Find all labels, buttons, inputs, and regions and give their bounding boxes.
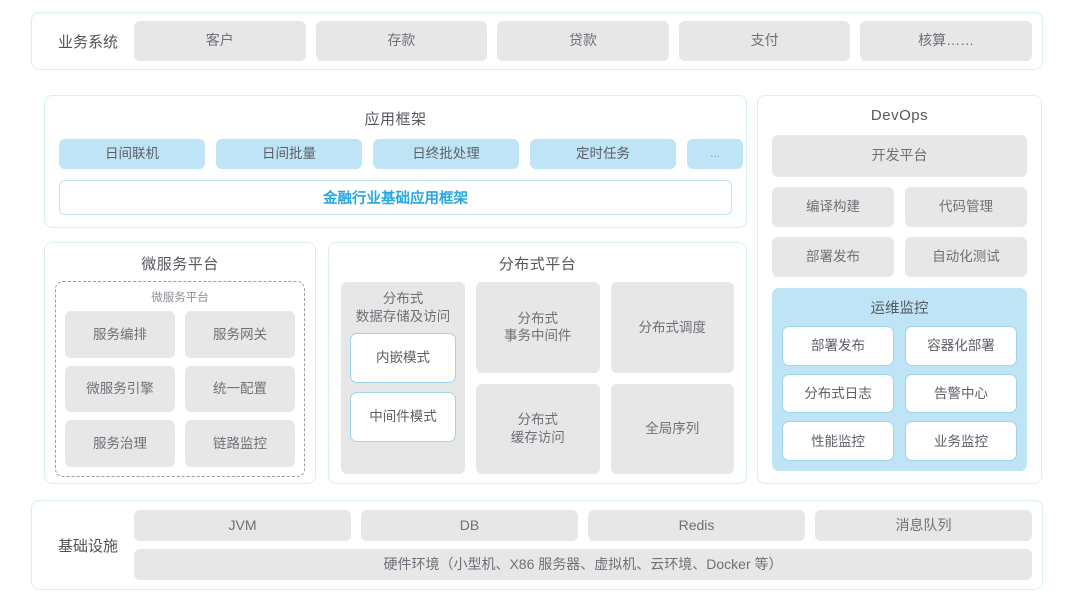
app-framework-item[interactable]: 日间联机 xyxy=(59,139,205,169)
financial-base-framework-banner[interactable]: 金融行业基础应用框架 xyxy=(59,180,732,215)
ops-monitor-item[interactable]: 性能监控 xyxy=(782,421,894,461)
ops-monitor-item[interactable]: 部署发布 xyxy=(782,326,894,366)
ops-monitor-title: 运维监控 xyxy=(870,301,929,317)
infrastructure-item[interactable]: DB xyxy=(361,510,578,541)
microservice-item[interactable]: 统一配置 xyxy=(185,365,295,413)
infrastructure-item[interactable]: Redis xyxy=(588,510,805,541)
microservice-item[interactable]: 服务网关 xyxy=(185,311,295,358)
devops-items: 编译构建 代码管理 部署发布 自动化测试 xyxy=(772,187,1027,277)
distributed-platform-grid: 分布式 事务中间件 分布式调度 分布式 缓存访问 全局序列 xyxy=(476,282,734,474)
microservice-platform-grid: 服务编排 服务网关 微服务引擎 统一配置 服务治理 链路监控 xyxy=(65,311,295,467)
distributed-item[interactable]: 全局序列 xyxy=(610,383,734,474)
microservice-item[interactable]: 微服务引擎 xyxy=(65,365,175,413)
distributed-item[interactable]: 分布式 事务中间件 xyxy=(476,282,600,373)
devops-pair-row: 编译构建 代码管理 xyxy=(772,187,1027,227)
ops-monitor-item[interactable]: 容器化部署 xyxy=(905,326,1017,366)
business-systems-row: 业务系统 客户 存款 贷款 支付 核算…… xyxy=(31,12,1043,70)
distributed-item[interactable]: 分布式调度 xyxy=(610,282,734,373)
business-system-item[interactable]: 存款 xyxy=(315,21,488,61)
distributed-storage-box[interactable]: 分布式 数据存储及访问 内嵌模式 中间件模式 xyxy=(341,282,465,474)
microservice-item[interactable]: 服务治理 xyxy=(65,420,175,467)
devops-item[interactable]: 编译构建 xyxy=(772,187,894,227)
business-systems-label: 业务系统 xyxy=(57,33,118,51)
microservice-platform-title: 微服务平台 xyxy=(141,256,219,273)
microservice-platform-inner-box: 微服务平台 服务编排 服务网关 微服务引擎 统一配置 服务治理 链路监控 xyxy=(55,281,305,477)
business-systems-chips: 客户 存款 贷款 支付 核算…… xyxy=(134,21,1032,61)
infrastructure-content: JVM DB Redis 消息队列 硬件环境（小型机、X86 服务器、虚拟机、云… xyxy=(134,510,1032,580)
business-system-item[interactable]: 贷款 xyxy=(497,21,669,61)
microservice-item[interactable]: 服务编排 xyxy=(65,311,175,358)
ops-monitor-box: 运维监控 部署发布 容器化部署 分布式日志 告警中心 性能监控 业务监控 xyxy=(772,288,1027,471)
distributed-storage-title: 分布式 数据存储及访问 xyxy=(355,291,451,324)
app-framework-item[interactable]: 日终批处理 xyxy=(373,139,519,169)
infrastructure-label: 基础设施 xyxy=(57,537,118,555)
devops-item[interactable]: 代码管理 xyxy=(905,187,1027,227)
microservice-platform-panel: 微服务平台 微服务平台 服务编排 服务网关 微服务引擎 统一配置 服务治理 链路… xyxy=(44,242,316,484)
app-framework-more-item[interactable]: ... xyxy=(687,139,743,169)
business-system-item[interactable]: 客户 xyxy=(134,21,306,61)
infrastructure-row: 基础设施 JVM DB Redis 消息队列 硬件环境（小型机、X86 服务器、… xyxy=(31,500,1043,590)
devops-item[interactable]: 自动化测试 xyxy=(905,237,1027,277)
distributed-platform-title: 分布式平台 xyxy=(498,256,577,273)
ops-monitor-item[interactable]: 分布式日志 xyxy=(782,373,894,414)
microservice-platform-inner-title: 微服务平台 xyxy=(151,292,209,304)
storage-mode-middleware[interactable]: 中间件模式 xyxy=(350,392,456,443)
infrastructure-item[interactable]: JVM xyxy=(134,510,351,541)
application-framework-title: 应用框架 xyxy=(364,111,427,128)
application-framework-chips: 日间联机 日间批量 日终批处理 定时任务 ... xyxy=(59,139,743,169)
ops-monitor-item[interactable]: 业务监控 xyxy=(905,421,1017,461)
distributed-platform-panel: 分布式平台 分布式 数据存储及访问 内嵌模式 中间件模式 分布式 事务中间件 分… xyxy=(328,242,747,484)
business-system-item[interactable]: 核算…… xyxy=(860,21,1032,61)
app-framework-item[interactable]: 日间批量 xyxy=(216,139,362,169)
ops-monitor-grid: 部署发布 容器化部署 分布式日志 告警中心 性能监控 业务监控 xyxy=(782,326,1017,461)
application-framework-panel: 应用框架 日间联机 日间批量 日终批处理 定时任务 ... 金融行业基础应用框架 xyxy=(44,95,747,228)
distributed-item[interactable]: 分布式 缓存访问 xyxy=(476,383,600,474)
ops-monitor-item[interactable]: 告警中心 xyxy=(905,373,1017,414)
business-system-item[interactable]: 支付 xyxy=(678,21,851,61)
devops-dev-platform[interactable]: 开发平台 xyxy=(772,135,1027,177)
devops-panel: DevOps 开发平台 编译构建 代码管理 部署发布 自动化测试 运维监控 部署… xyxy=(757,95,1042,484)
storage-mode-embedded[interactable]: 内嵌模式 xyxy=(350,333,456,384)
hardware-environment-item[interactable]: 硬件环境（小型机、X86 服务器、虚拟机、云环境、Docker 等） xyxy=(134,549,1032,580)
microservice-item[interactable]: 链路监控 xyxy=(185,420,295,467)
devops-pair-row: 部署发布 自动化测试 xyxy=(772,237,1027,277)
distributed-platform-body: 分布式 数据存储及访问 内嵌模式 中间件模式 分布式 事务中间件 分布式调度 分… xyxy=(341,282,734,474)
devops-item[interactable]: 部署发布 xyxy=(772,237,894,277)
app-framework-item[interactable]: 定时任务 xyxy=(530,139,676,169)
infrastructure-items: JVM DB Redis 消息队列 xyxy=(134,510,1032,541)
devops-title: DevOps xyxy=(870,107,929,124)
infrastructure-item[interactable]: 消息队列 xyxy=(815,510,1032,541)
